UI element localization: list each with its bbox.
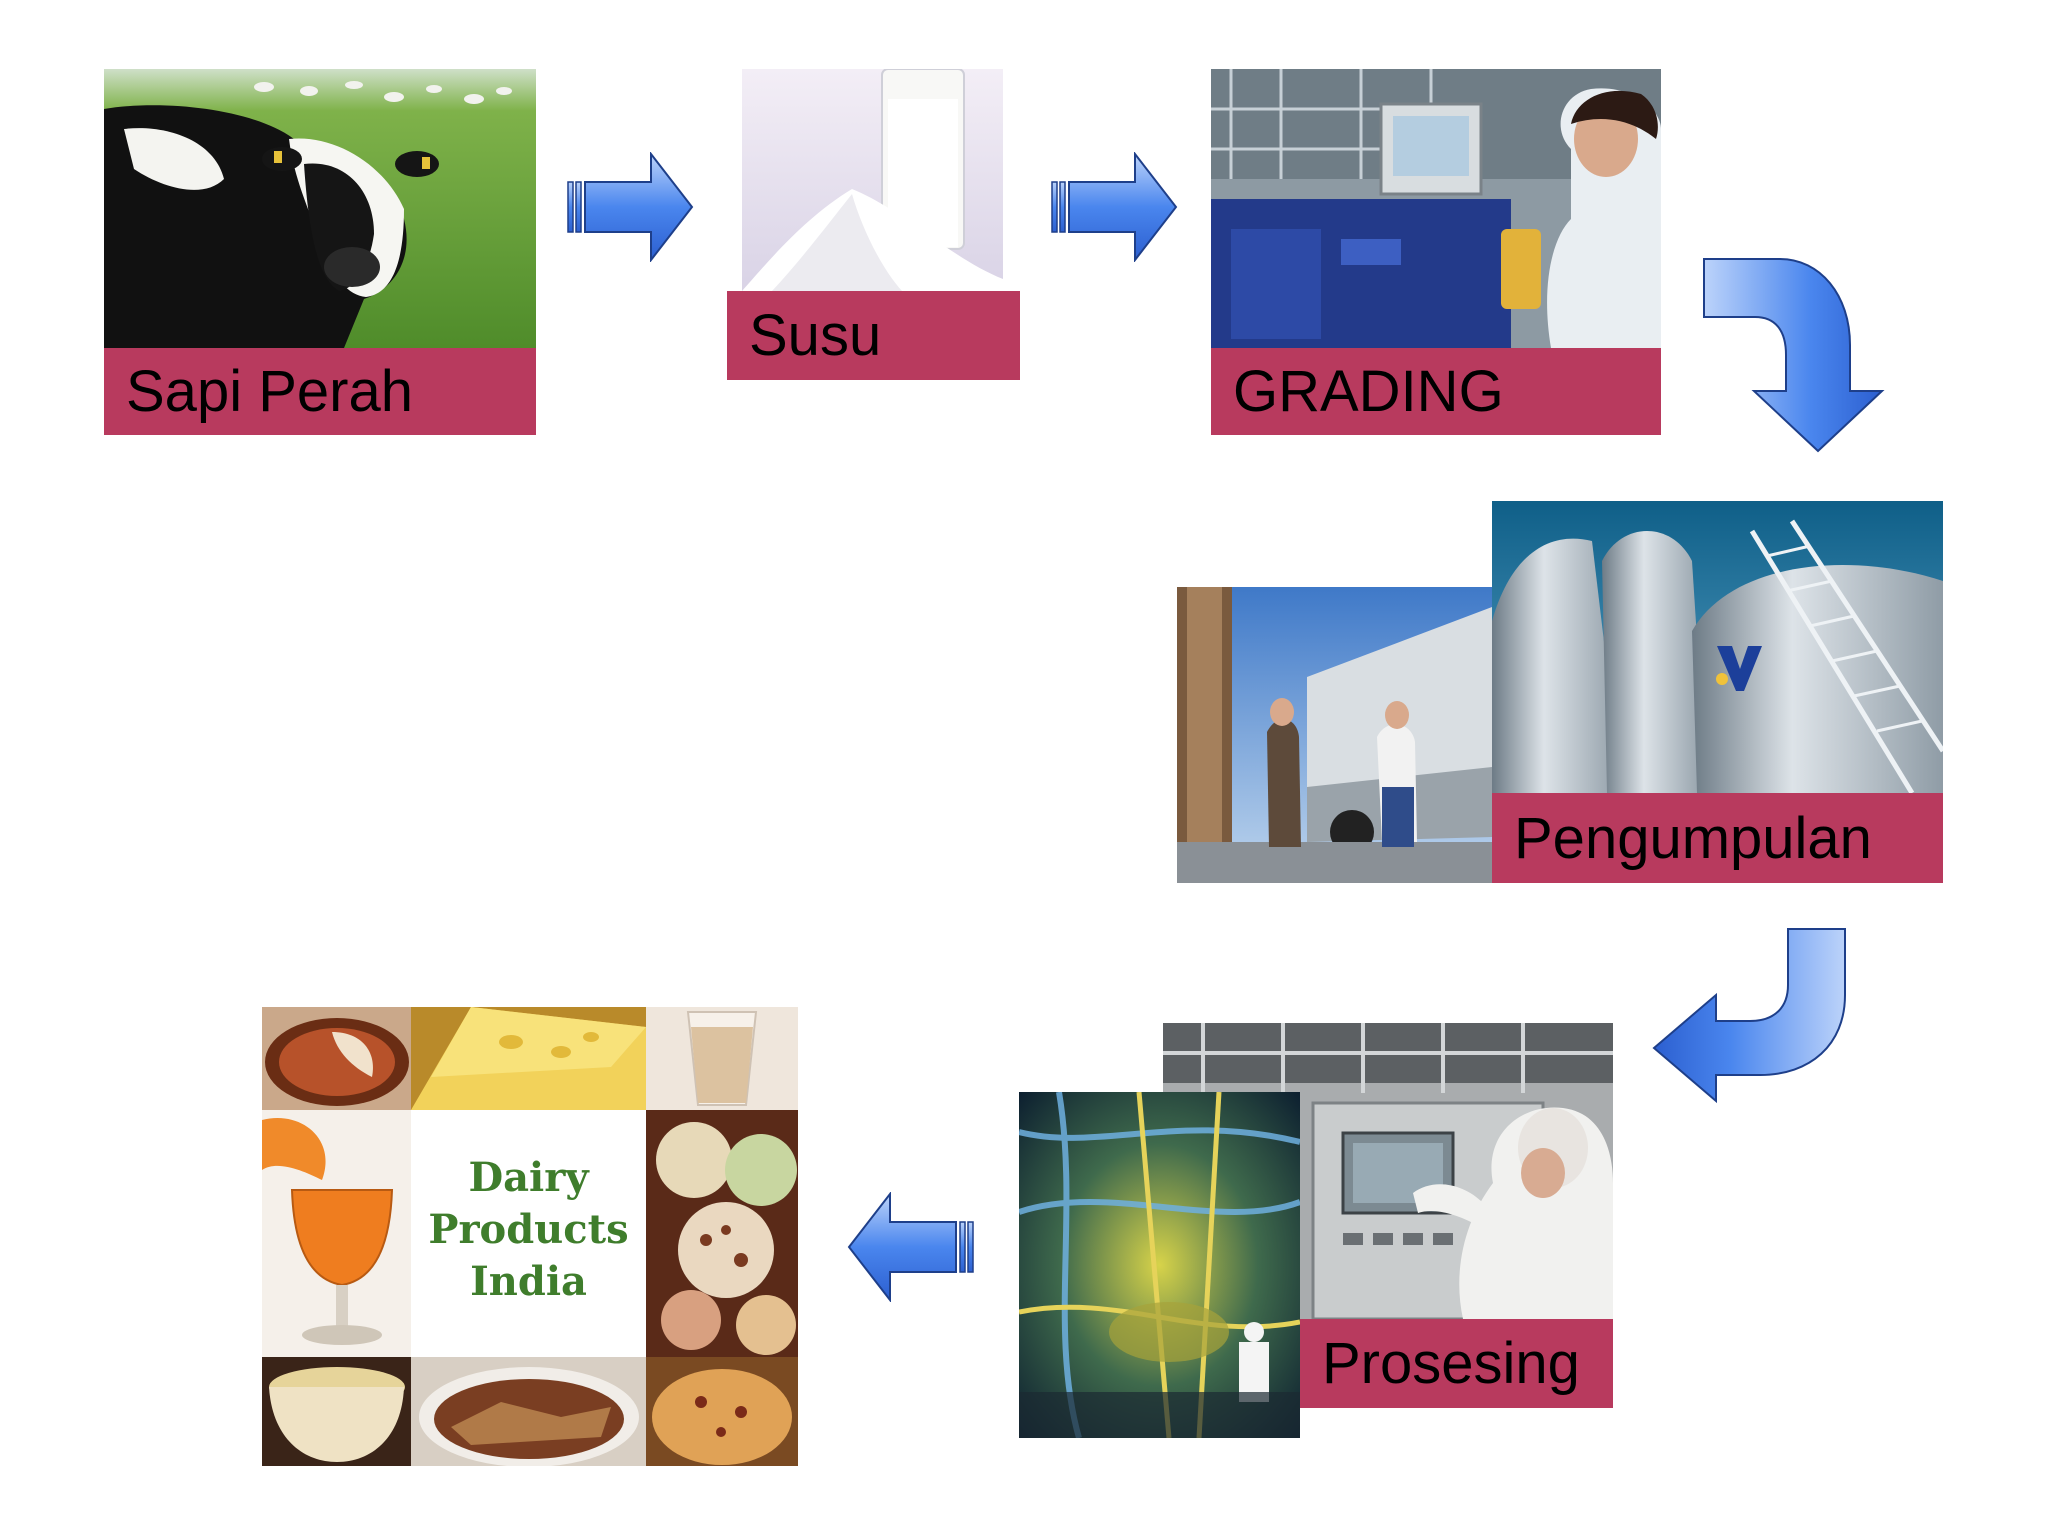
dairy-title-line-3: India: [470, 1258, 587, 1305]
arrow-right-icon: [567, 152, 694, 262]
orange-drink-photo: [262, 1110, 411, 1357]
arrow-right-icon: [1051, 152, 1178, 262]
lab-photo: [1211, 69, 1661, 348]
cheese-photo: [411, 1007, 646, 1110]
silo-photo: [1492, 501, 1943, 793]
cake-photo: [646, 1357, 798, 1466]
dairy-title-line-1: Dairy: [468, 1154, 589, 1201]
curved-arrow-down-icon: [1703, 258, 1885, 453]
step-label-prosesing: Prosesing: [1300, 1319, 1613, 1408]
ice-cream-photo: [646, 1110, 798, 1357]
milk-photo: [742, 69, 1003, 291]
dairy-products-title: Dairy Products India: [411, 1110, 646, 1350]
step-label-pengumpulan: Pengumpulan: [1492, 793, 1943, 883]
milkshake-photo: [646, 1007, 798, 1110]
dairy-title-line-2: Products: [428, 1206, 629, 1253]
step-label-susu: Susu: [727, 291, 1020, 380]
step-label-grading: GRADING: [1211, 348, 1661, 435]
arrow-left-icon: [847, 1192, 974, 1302]
dish-photo: [411, 1357, 646, 1466]
curved-arrow-left-icon: [1652, 928, 1846, 1104]
tea-cup-photo: [262, 1357, 411, 1466]
tanker-photo: [1177, 587, 1492, 883]
cow-photo: [104, 69, 536, 348]
soup-bowl-photo: [262, 1007, 411, 1110]
factory-photo: [1019, 1092, 1300, 1438]
step-label-sapi-perah: Sapi Perah: [104, 348, 536, 435]
